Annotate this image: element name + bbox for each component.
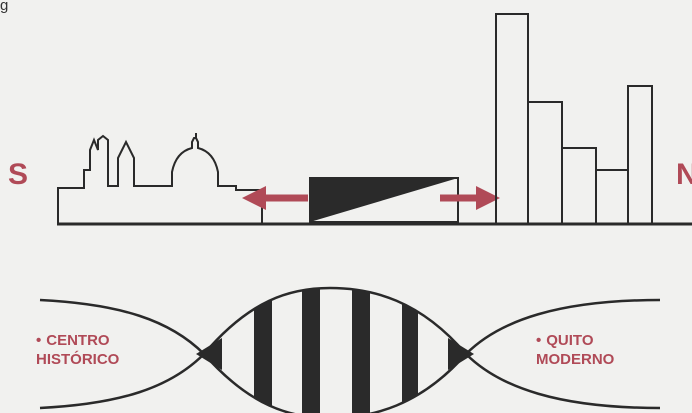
helix-node-right [448,338,474,370]
south-label: S [8,158,29,191]
tower-2 [527,101,563,225]
arrow-left-head [242,186,266,210]
modern-skyline [495,13,653,225]
historic-center-label: •CENTRO HISTÓRICO [36,331,119,369]
historic-label-line2: HISTÓRICO [36,351,120,368]
helix-node-left [196,338,222,370]
historic-skyline [57,134,263,224]
caption-fragment: g [0,0,8,14]
modern-label-line2: MODERNO [536,351,615,368]
modern-label-line1: QUITO [546,332,594,349]
helix-gaps [212,280,452,413]
bullet-icon: • [36,332,42,349]
arrow-right-head [476,186,500,210]
helix-strand-lower [39,352,661,413]
north-label: N [676,158,692,191]
helix-diagram [39,280,661,413]
bullet-icon: • [536,332,542,349]
tower-3 [561,147,597,225]
modern-quito-label: •QUITO MODERNO [536,331,614,369]
tower-5 [627,85,653,224]
helix-strand-upper [39,286,661,356]
tower-1 [495,13,529,225]
historic-label-line1: CENTRO [46,332,110,349]
tower-4 [595,169,629,225]
connector-block-fill [310,178,458,222]
